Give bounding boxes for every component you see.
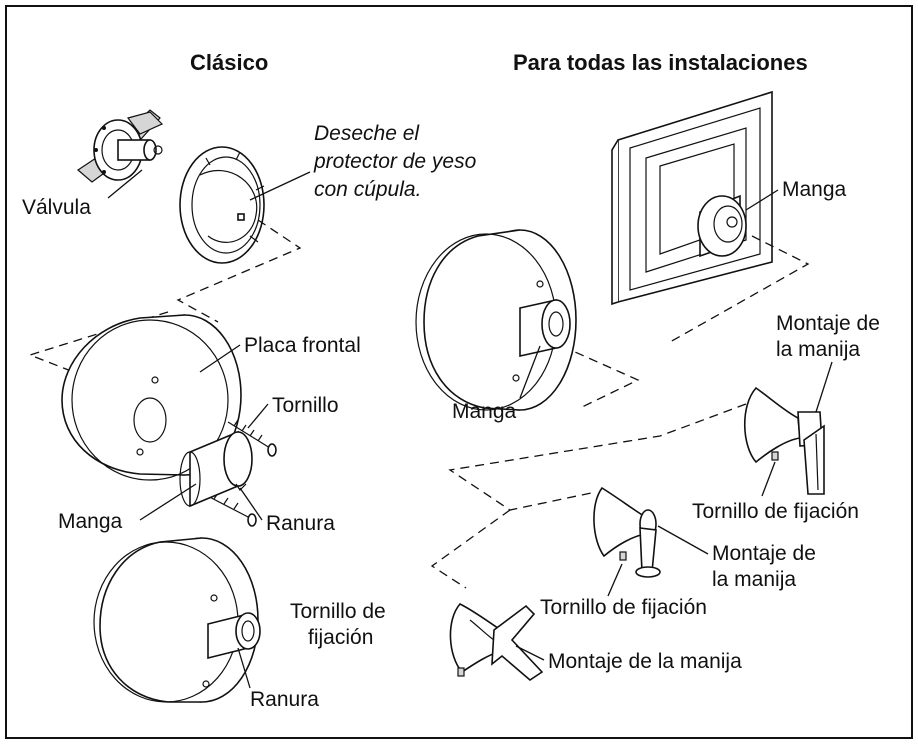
faceplate-label: Placa frontal — [244, 334, 361, 357]
sleeve-right-top-label: Manga — [782, 178, 847, 201]
set-screw-mid-leader — [607, 563, 623, 597]
handle-assembly-bottom-leader — [515, 645, 545, 661]
handle-assembly-top-line2: la manija — [776, 338, 860, 361]
discard-note-leader — [249, 171, 311, 201]
slot-upper-label: Ranura — [266, 512, 335, 535]
screw-label: Tornillo — [272, 394, 339, 417]
valve-leader — [107, 169, 143, 199]
alignment-dashes-right-lower — [448, 403, 747, 511]
sleeve-right-mid-label: Manga — [452, 400, 517, 423]
trim-plate-bottom-part — [93, 537, 261, 703]
heading-classic: Clásico — [190, 50, 268, 75]
slot-lower-leader — [237, 647, 251, 689]
valve-part — [77, 109, 164, 183]
handle-assembly-top-line1: Montaje de — [776, 312, 880, 335]
square-plate-part — [611, 90, 773, 306]
discard-note-line3: con cúpula. — [314, 178, 421, 201]
trim-plate-right-part — [415, 229, 577, 411]
screw-upper-part — [227, 419, 277, 457]
heading-all-installations: Para todas las instalaciones — [513, 50, 808, 75]
valve-label: Válvula — [22, 196, 91, 219]
discard-note-line2: protector de yeso — [313, 150, 477, 173]
discard-note-line1: Deseche el — [314, 122, 420, 145]
slot-upper-leader — [239, 487, 263, 521]
sleeve-right-mid-leader — [519, 345, 541, 399]
handle-assembly-mid-leader — [657, 525, 709, 555]
plaster-guard-part — [179, 146, 265, 264]
faceplate-part — [61, 314, 242, 481]
set-screw-left-line2: fijación — [308, 626, 373, 649]
handle-assembly-mid-line1: Montaje de — [712, 542, 816, 565]
faceplate-leader — [199, 344, 241, 373]
set-screw-mid-part — [619, 551, 627, 561]
slot-lower-label: Ranura — [250, 688, 319, 711]
handle-assembly-top-leader — [815, 361, 833, 413]
set-screw-right-leader — [761, 461, 776, 497]
handle-assembly-mid-line2: la manija — [712, 568, 796, 591]
lever-handle-mid-part — [593, 486, 661, 578]
handle-assembly-bottom-label: Montaje de la manija — [548, 650, 742, 673]
cross-handle-part — [449, 603, 544, 682]
set-screw-right-part — [771, 451, 779, 461]
screw-leader — [247, 403, 269, 429]
sleeve-left-leader — [139, 483, 197, 521]
sleeve-left-label: Manga — [58, 510, 123, 533]
set-screw-left-part — [457, 667, 465, 677]
sleeve-right-top-leader — [745, 189, 779, 211]
lever-handle-top-part — [743, 386, 825, 495]
sleeve-left-part — [179, 430, 253, 508]
set-screw-mid-label: Tornillo de fijación — [540, 596, 707, 619]
set-screw-left-line1: Tornillo de — [290, 600, 386, 623]
set-screw-right-label: Tornillo de fijación — [692, 500, 859, 523]
alignment-dashes-right-upper — [669, 235, 810, 343]
